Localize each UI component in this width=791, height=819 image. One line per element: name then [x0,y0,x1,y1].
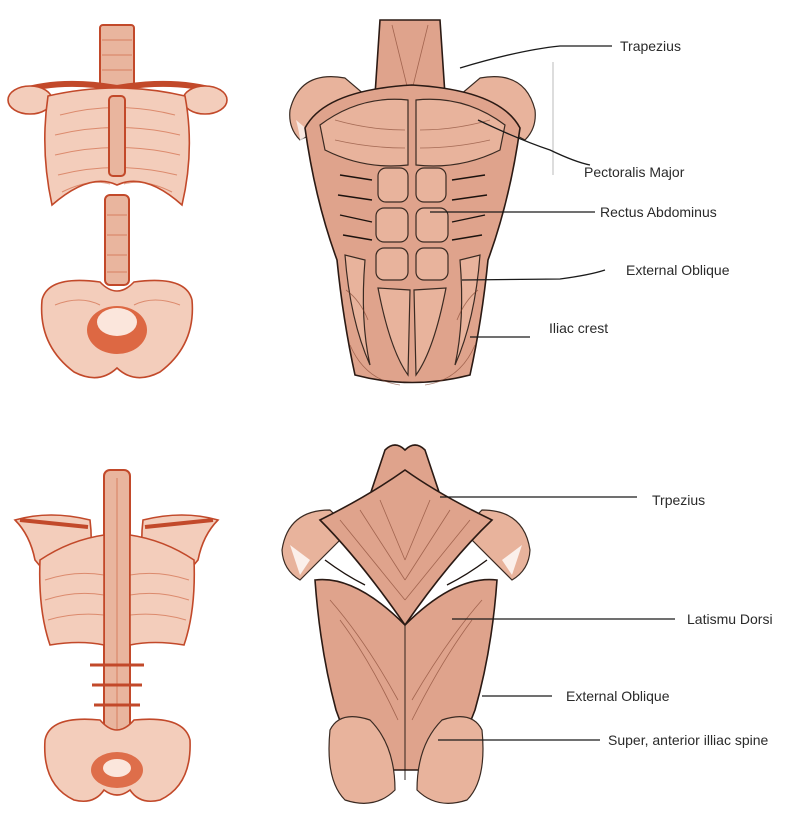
front-skeleton-figure [8,25,227,378]
label-iliac-spine: Super, anterior illiac spine [608,732,768,748]
label-iliac-crest: Iliac crest [549,320,608,336]
label-external-oblique-back: External Oblique [566,688,670,704]
back-skeleton-figure [15,470,218,801]
label-pectoralis-major: Pectoralis Major [584,164,684,180]
back-muscle-figure [282,445,530,803]
label-trapezius-back: Trpezius [652,492,705,508]
label-latissimus-dorsi: Latismu Dorsi [687,611,773,627]
front-muscle-figure [290,20,553,385]
label-external-oblique-front: External Oblique [626,262,730,278]
label-rectus-abdominus: Rectus Abdominus [600,204,717,220]
label-trapezius-front: Trapezius [620,38,681,54]
